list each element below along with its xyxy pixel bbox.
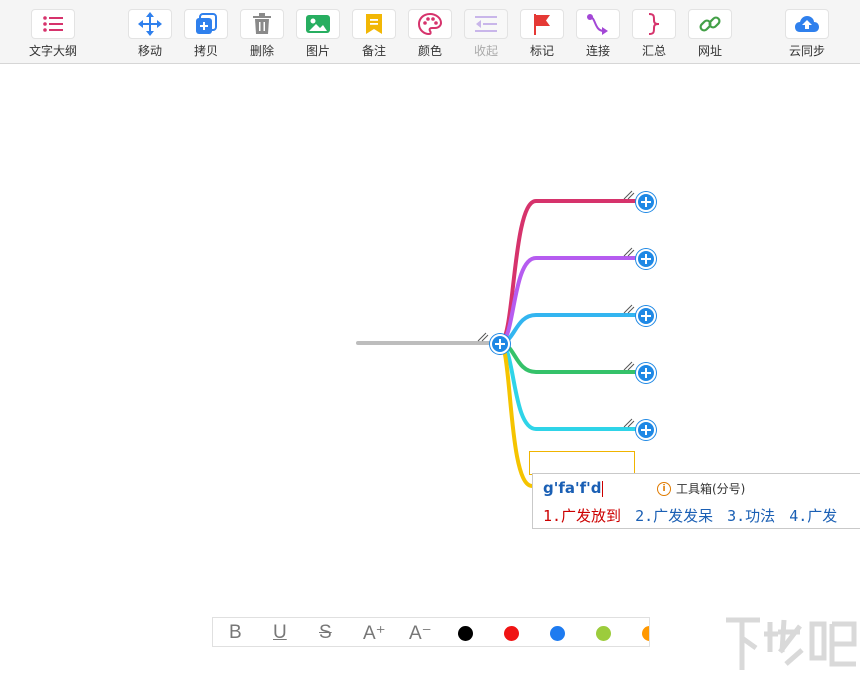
mark-button[interactable]: 标记: [518, 9, 566, 59]
cloud-upload-icon: [795, 16, 819, 32]
ime-hint-label: 工具箱(分号): [676, 482, 746, 496]
ime-candidates: 1.广发放到 2.广发发呆 3.功法 4.广发: [543, 505, 851, 526]
mindmap-branches: [356, 190, 642, 488]
ime-candidate-1[interactable]: 1.广发放到: [543, 507, 622, 525]
flag-icon: [534, 14, 550, 35]
image-button[interactable]: 图片: [294, 9, 342, 59]
delete-button[interactable]: 删除: [238, 9, 286, 59]
color-button[interactable]: 颜色: [406, 9, 454, 59]
strikethrough-button[interactable]: S: [319, 622, 332, 643]
image-label: 图片: [305, 44, 330, 58]
collapse-icon: [475, 16, 497, 32]
palette-icon: [418, 13, 442, 35]
branch-3[interactable]: [498, 313, 642, 345]
ime-composition: g'fa'f'd: [543, 479, 604, 497]
copy-plus-icon: [196, 13, 217, 34]
ime-candidate-2[interactable]: 2.广发发呆: [635, 507, 714, 525]
note-icon: [366, 14, 382, 34]
font-decrease-button[interactable]: A⁻: [409, 623, 432, 644]
link-icon: [699, 16, 721, 32]
outline-label: 文字大纲: [29, 44, 78, 58]
trash-icon: [253, 13, 271, 34]
cloud-sync-label: 云同步: [788, 44, 825, 58]
node-edit-input[interactable]: [529, 451, 635, 475]
summary-button[interactable]: 汇总: [630, 9, 678, 59]
underline-button[interactable]: U: [273, 622, 287, 643]
info-icon: i: [657, 481, 671, 496]
branch-5[interactable]: [498, 341, 642, 431]
branch-3-plus-icon[interactable]: [636, 306, 656, 326]
branch-1-plus-icon[interactable]: [636, 192, 656, 212]
bold-button[interactable]: B: [229, 622, 242, 643]
font-increase-button[interactable]: A⁺: [363, 623, 386, 644]
move-button[interactable]: 移动: [126, 9, 174, 59]
connect-icon: [587, 14, 608, 35]
copy-button[interactable]: 拷贝: [182, 9, 230, 59]
ime-candidate-4[interactable]: 4.广发: [789, 507, 838, 525]
summary-brace-icon: [648, 13, 660, 35]
mark-label: 标记: [529, 44, 554, 58]
branch-5-plus-icon[interactable]: [636, 420, 656, 440]
branch-4-plus-icon[interactable]: [636, 363, 656, 383]
branch-6[interactable]: [498, 341, 534, 488]
ime-candidate-window[interactable]: g'fa'f'd i 工具箱(分号) 1.广发放到 2.广发发呆 3.功法 4.…: [532, 473, 860, 529]
move-arrows-icon: [138, 12, 162, 36]
collapse-label: 收起: [473, 44, 498, 58]
branch-2[interactable]: [498, 256, 642, 345]
resize-handles: [477, 190, 635, 428]
color-swatch-red[interactable]: [504, 626, 519, 641]
root-expand-plus-icon[interactable]: [490, 334, 510, 354]
cloud-sync-button[interactable]: 云同步: [783, 9, 831, 59]
outline-button[interactable]: 文字大纲: [29, 9, 77, 59]
format-toolbar: B U S A⁺ A⁻: [212, 617, 650, 647]
color-swatch-orange[interactable]: [642, 626, 649, 641]
ime-toolbox-hint[interactable]: i 工具箱(分号): [657, 480, 745, 497]
connect-button[interactable]: 连接: [574, 9, 622, 59]
branch-2-plus-icon[interactable]: [636, 249, 656, 269]
text-caret: [602, 480, 604, 497]
color-swatch-green[interactable]: [596, 626, 611, 641]
ime-candidate-3[interactable]: 3.功法: [727, 507, 776, 525]
summary-label: 汇总: [641, 44, 666, 58]
image-icon: [306, 15, 330, 33]
main-toolbar: 文字大纲 移动 拷贝 删除 图片 备注: [0, 0, 860, 64]
url-button[interactable]: 网址: [686, 9, 734, 59]
note-button[interactable]: 备注: [350, 9, 398, 59]
copy-label: 拷贝: [193, 44, 218, 58]
mindmap-canvas[interactable]: [0, 64, 860, 676]
connect-label: 连接: [585, 44, 610, 58]
watermark-logo: [726, 617, 857, 670]
color-swatch-blue[interactable]: [550, 626, 565, 641]
color-label: 颜色: [417, 44, 442, 58]
collapse-button[interactable]: 收起: [462, 9, 510, 59]
branch-4[interactable]: [498, 341, 642, 374]
delete-label: 删除: [249, 44, 274, 58]
url-label: 网址: [697, 44, 722, 58]
note-label: 备注: [361, 44, 386, 58]
move-label: 移动: [137, 44, 162, 58]
outline-list-icon: [43, 16, 63, 32]
color-swatch-black[interactable]: [458, 626, 473, 641]
